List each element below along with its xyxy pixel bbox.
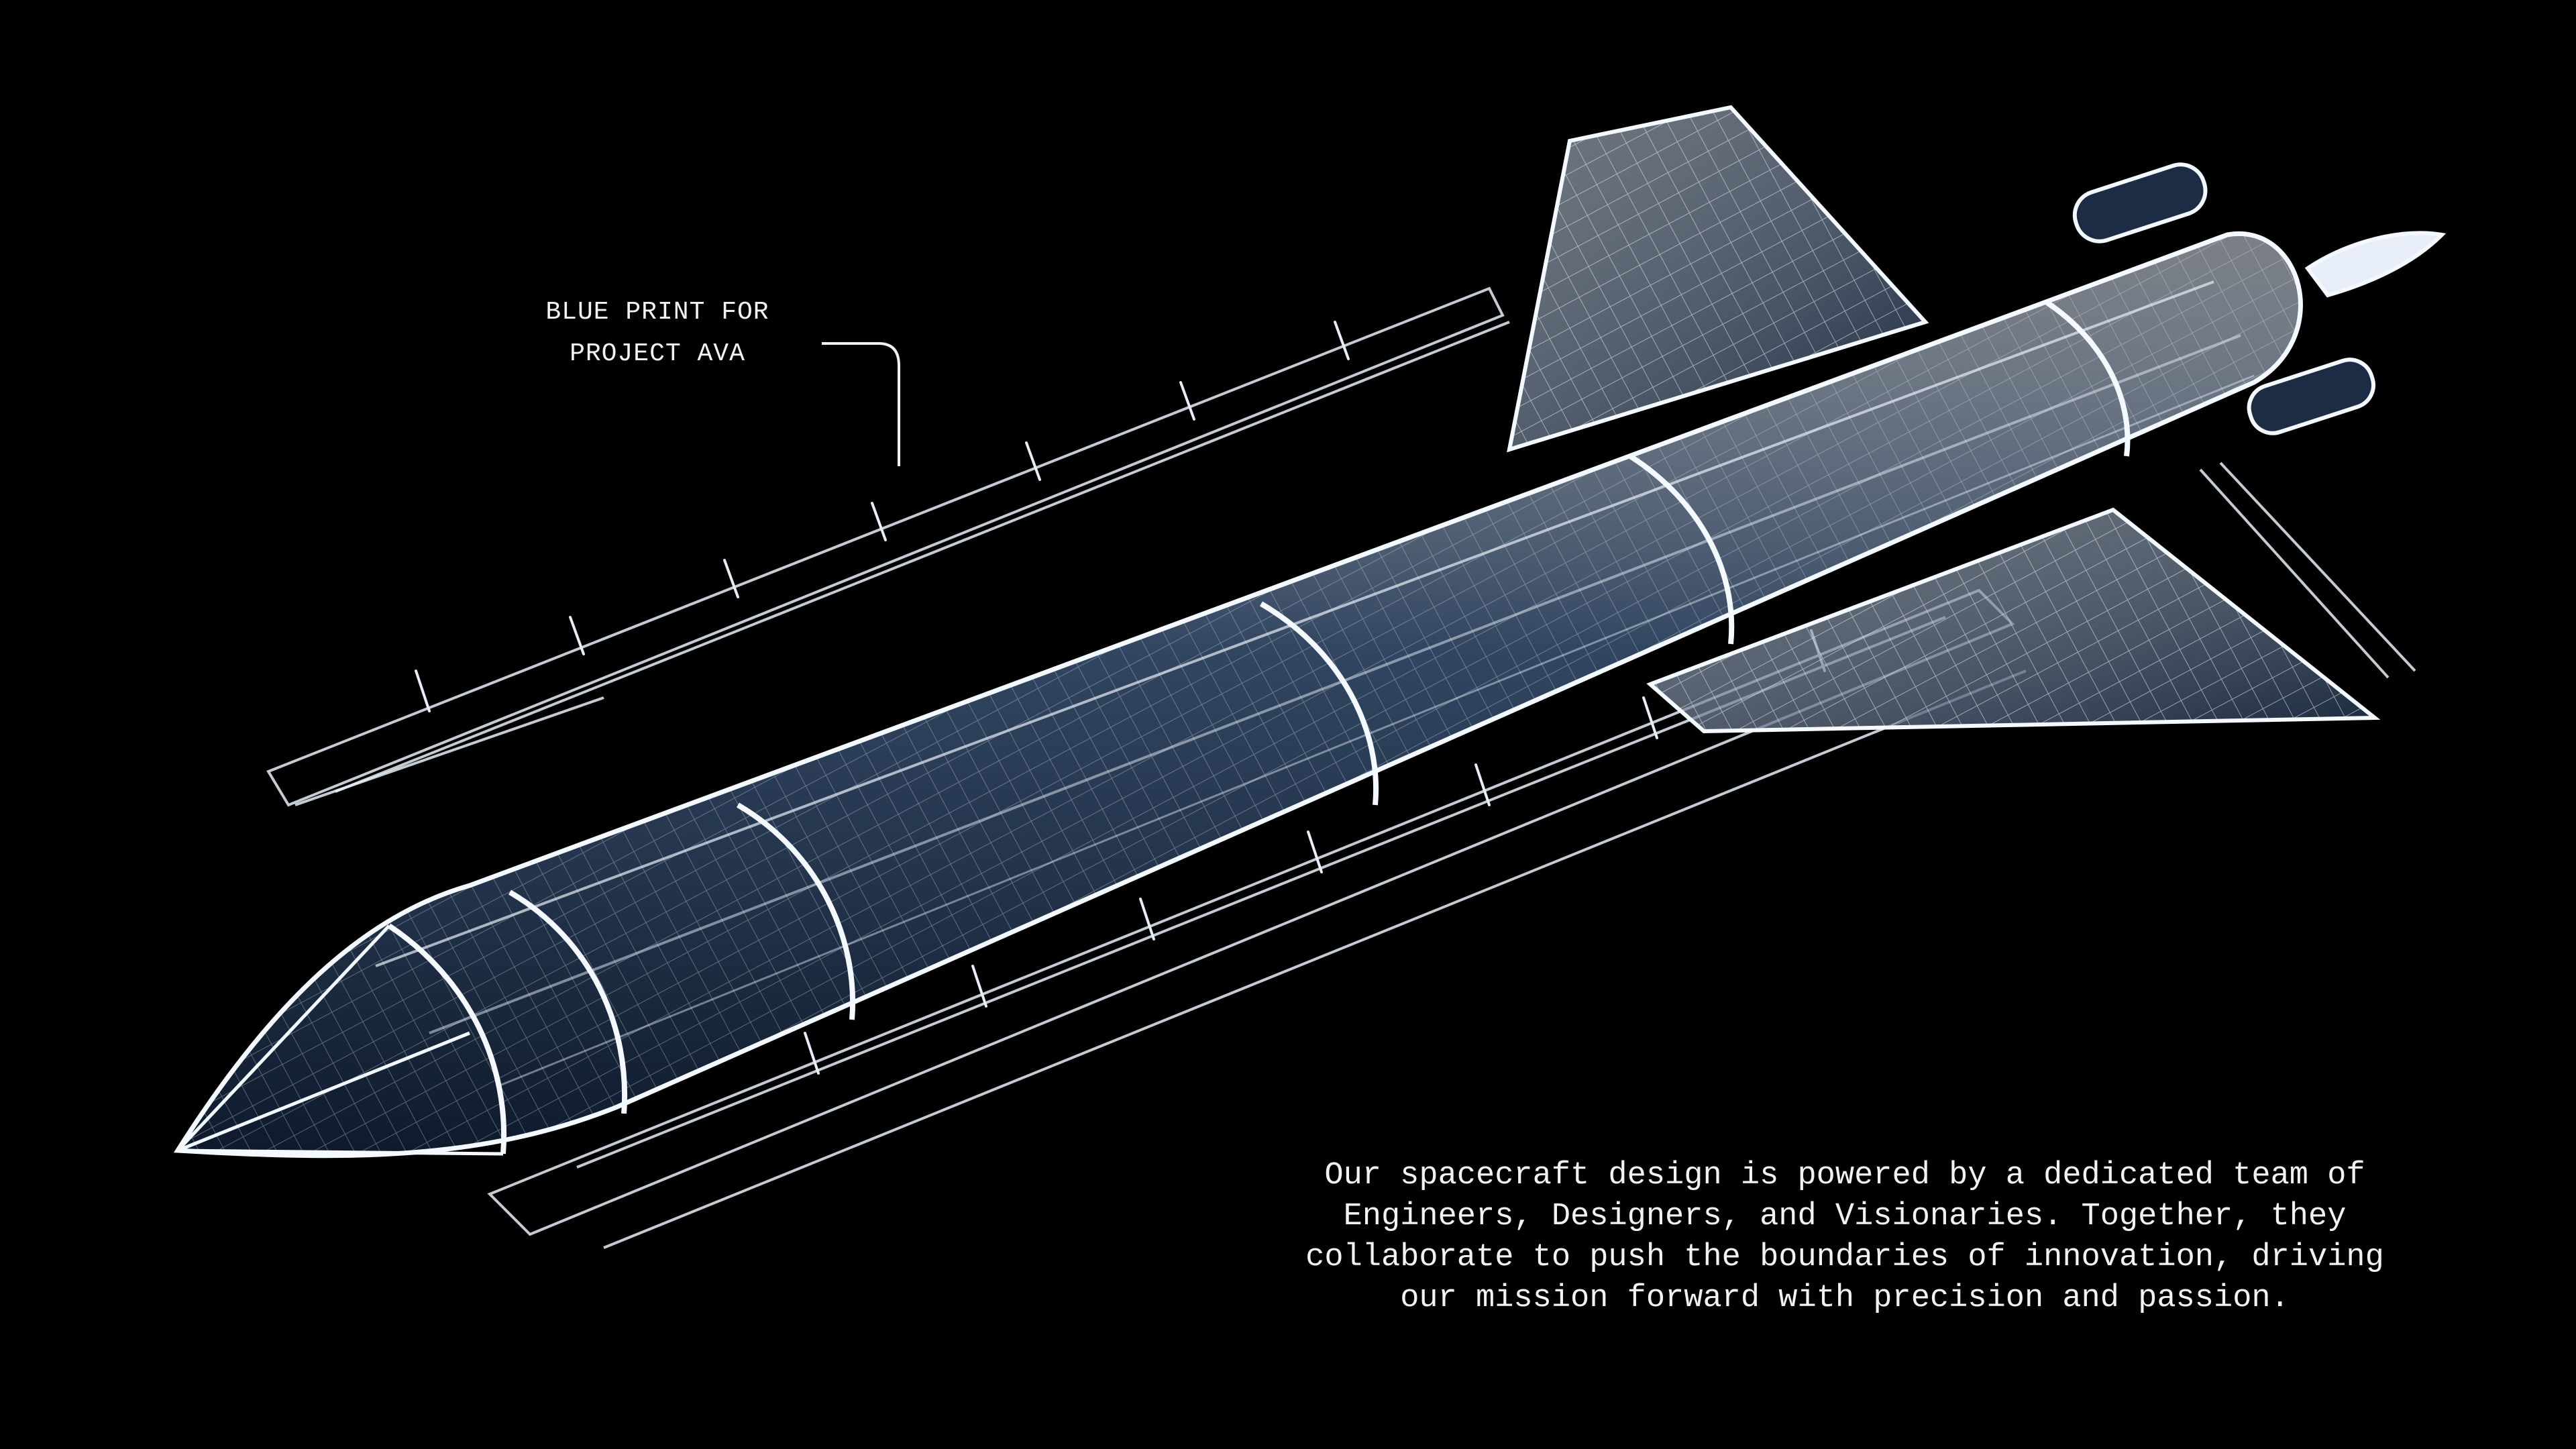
lower-wing <box>1646 507 2381 734</box>
nose-cone <box>176 924 504 1156</box>
upper-fin <box>1507 105 1929 453</box>
blueprint-outline-bands <box>266 286 2416 1249</box>
callout-label: BLUE PRINT FOR PROJECT AVA <box>470 292 845 375</box>
hull-section-rings <box>387 299 2131 1155</box>
description-paragraph: Our spacecraft design is powered by a de… <box>1305 1158 2384 1316</box>
engine-cluster <box>2072 162 2447 435</box>
callout-line-1: BLUE PRINT FOR <box>545 298 769 327</box>
rocket-hull <box>173 231 2303 1159</box>
callout-leader-line <box>822 342 900 466</box>
callout-line-2: PROJECT AVA <box>570 339 745 368</box>
